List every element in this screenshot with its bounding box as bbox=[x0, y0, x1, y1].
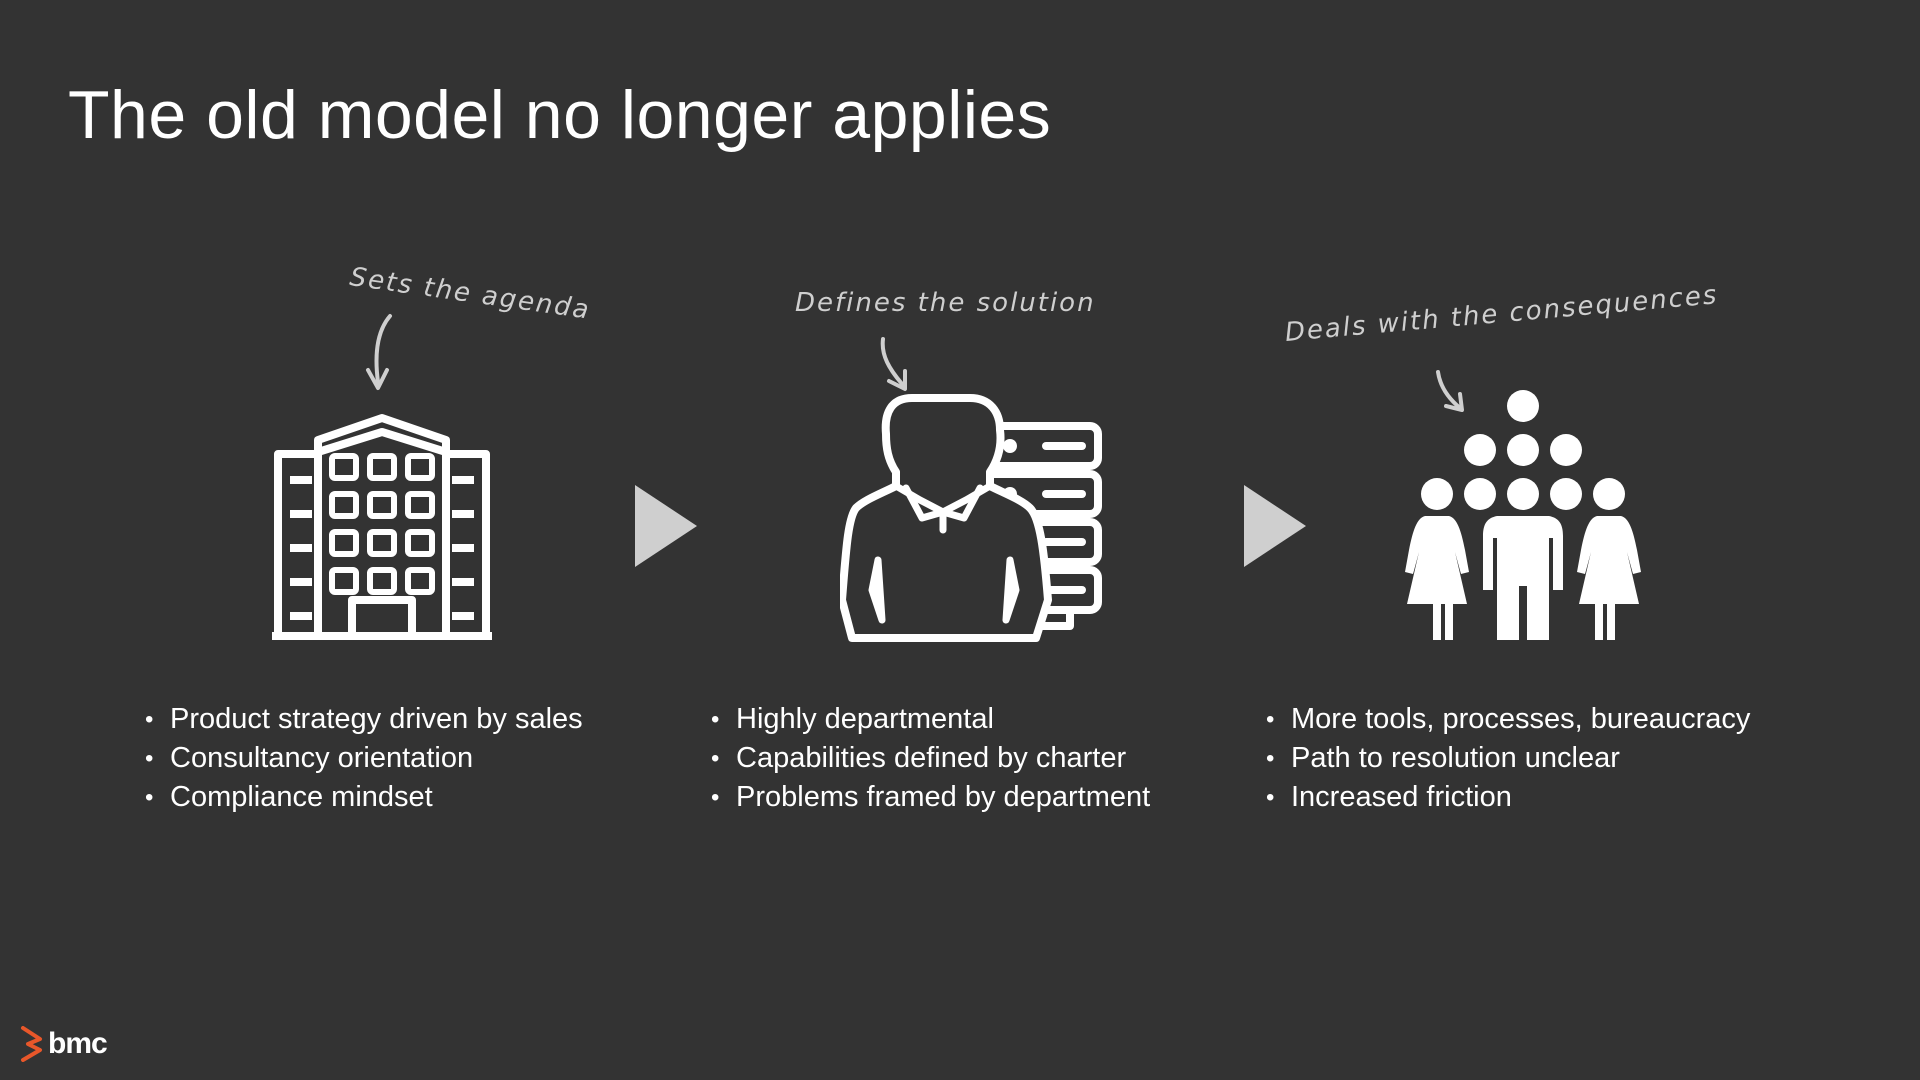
bullet-list-2: Highly departmental Capabilities defined… bbox=[711, 700, 1150, 817]
play-arrow-icon bbox=[635, 485, 697, 567]
list-item: Increased friction bbox=[1266, 778, 1750, 817]
annotation-deals-consequences: Deals with the consequences bbox=[1283, 280, 1720, 348]
list-item: Product strategy driven by sales bbox=[145, 700, 583, 739]
slide-title: The old model no longer applies bbox=[68, 77, 1052, 153]
bmc-logo: bmc bbox=[20, 1026, 108, 1062]
list-item: Capabilities defined by charter bbox=[711, 739, 1150, 778]
curved-arrow-icon bbox=[366, 314, 392, 390]
curved-arrow-icon bbox=[880, 337, 907, 391]
annotation-defines-solution: Defines the solution bbox=[795, 288, 1096, 318]
play-arrow-icon bbox=[1244, 485, 1306, 567]
bullet-list-3: More tools, processes, bureaucracy Path … bbox=[1266, 700, 1750, 817]
crowd-icon bbox=[1405, 390, 1641, 640]
person-server-icon bbox=[840, 394, 1102, 642]
list-item: Compliance mindset bbox=[145, 778, 583, 817]
curved-arrow-icon bbox=[1436, 370, 1464, 412]
list-item: Path to resolution unclear bbox=[1266, 739, 1750, 778]
bmc-logo-icon bbox=[21, 1026, 42, 1062]
list-item: Consultancy orientation bbox=[145, 739, 583, 778]
list-item: Problems framed by department bbox=[711, 778, 1150, 817]
list-item: More tools, processes, bureaucracy bbox=[1266, 700, 1750, 739]
list-item: Highly departmental bbox=[711, 700, 1150, 739]
bullet-list-1: Product strategy driven by sales Consult… bbox=[145, 700, 583, 817]
building-icon bbox=[272, 414, 492, 640]
logo-text: bmc bbox=[48, 1027, 108, 1060]
